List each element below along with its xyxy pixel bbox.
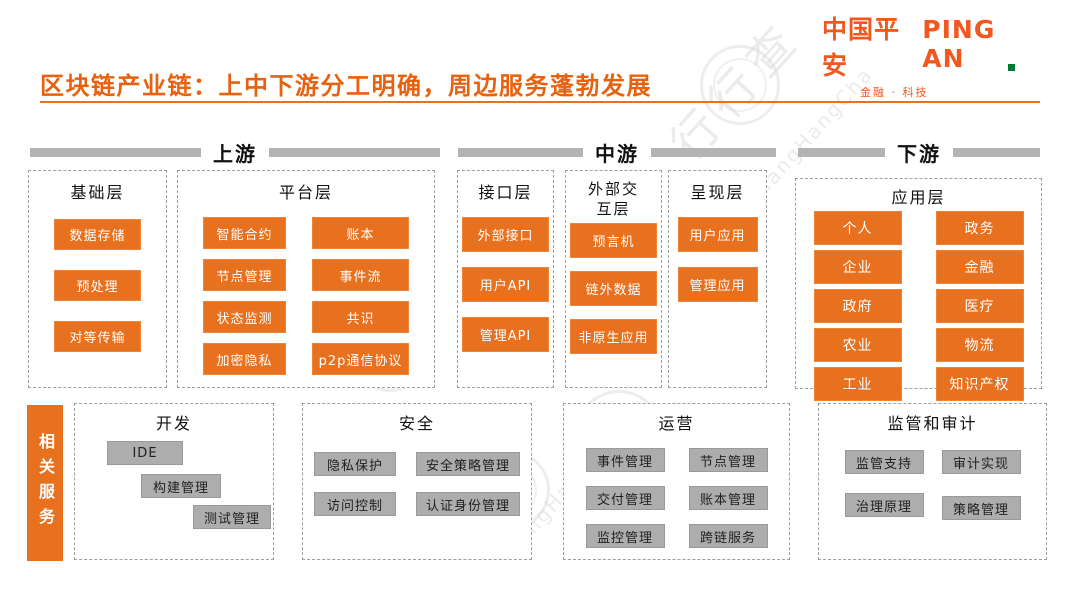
related-services-label: 相关服务	[27, 405, 63, 561]
panel-operations: 运营 事件管理 交付管理 监控管理 节点管理 账本管理 跨链服务	[563, 403, 790, 560]
header-bar	[269, 147, 440, 157]
service-box: 监控管理	[585, 524, 665, 548]
node-box: 农业	[813, 328, 902, 362]
node-box: 企业	[813, 250, 902, 284]
service-box: 事件管理	[585, 448, 665, 472]
stream-header-upstream: 上游	[30, 139, 440, 166]
panel-interface-layer: 接口层 外部接口 用户API 管理API	[457, 170, 554, 388]
stream-header-downstream: 下游	[798, 139, 1040, 166]
service-box: 策略管理	[941, 496, 1021, 520]
node-box: 数据存储	[54, 219, 141, 250]
header-bar	[651, 147, 776, 157]
panel-development: 开发 IDE 构建管理 测试管理	[74, 403, 274, 560]
service-box: 交付管理	[585, 486, 665, 510]
panel-title: 运营	[658, 414, 695, 433]
logo-cn-text: 中国平安	[822, 15, 901, 80]
stream-label: 中游	[595, 141, 639, 166]
header-bar	[953, 147, 1040, 157]
node-box: 物流	[935, 328, 1024, 362]
node-box: 外部接口	[462, 217, 549, 252]
node-box: 智能合约	[203, 217, 286, 249]
node-box: 管理应用	[677, 267, 758, 302]
node-box: 共识	[312, 301, 409, 333]
service-box: 监管支持	[844, 450, 924, 474]
node-box: 非原生应用	[570, 319, 657, 354]
node-box: 医疗	[935, 289, 1024, 323]
node-box: 管理API	[462, 317, 549, 352]
panel-title: 应用层	[891, 188, 946, 207]
service-box: 安全策略管理	[416, 452, 520, 476]
node-box: 对等传输	[54, 321, 141, 352]
panel-platform-layer: 平台层 智能合约 节点管理 状态监测 加密隐私 账本 事件流 共识 p2p通信协…	[177, 170, 435, 388]
node-box: 状态监测	[203, 301, 286, 333]
watermark-ring	[700, 45, 780, 125]
panel-regulation-audit: 监管和审计 监管支持 治理原理 审计实现 策略管理	[818, 403, 1047, 560]
logo-en-text: PING AN	[922, 15, 1032, 73]
service-box: 跨链服务	[688, 524, 768, 548]
panel-title: 平台层	[278, 183, 333, 202]
node-box: 链外数据	[570, 271, 657, 306]
logo-tagline: 金融 · 科技	[860, 86, 929, 99]
node-box: 加密隐私	[203, 343, 286, 375]
service-box: 节点管理	[688, 448, 768, 472]
service-box: 隐私保护	[314, 452, 396, 476]
node-box: 用户应用	[677, 217, 758, 252]
panel-foundation-layer: 基础层 数据存储 预处理 对等传输	[28, 170, 167, 388]
node-box: 账本	[312, 217, 409, 249]
node-box: 个人	[813, 211, 902, 245]
service-box: 治理原理	[844, 493, 924, 517]
logo-green-square-icon	[1008, 64, 1015, 71]
node-box: 政府	[813, 289, 902, 323]
panel-presentation-layer: 呈现层 用户应用 管理应用	[668, 170, 767, 388]
stream-label: 上游	[213, 141, 257, 166]
pingan-logo: 中国平安 PING AN 金融 · 科技	[822, 10, 1032, 100]
header-bar	[458, 147, 583, 157]
panel-title: 安全	[398, 414, 435, 433]
header-bar	[30, 147, 201, 157]
stream-header-midstream: 中游	[458, 139, 776, 166]
service-box: 审计实现	[941, 450, 1021, 474]
service-box: 访问控制	[314, 492, 396, 516]
service-box: 认证身份管理	[416, 492, 520, 516]
node-box: 知识产权	[935, 367, 1024, 401]
panel-title: 基础层	[70, 183, 125, 202]
panel-title: 接口层	[478, 183, 533, 202]
header-bar	[798, 147, 885, 157]
panel-title: 呈现层	[690, 183, 745, 202]
page-title: 区块链产业链：上中下游分工明确，周边服务蓬勃发展	[40, 72, 652, 100]
node-box: 预处理	[54, 270, 141, 301]
panel-title: 监管和审计	[887, 414, 978, 433]
node-box: p2p通信协议	[312, 343, 409, 375]
node-box: 预言机	[570, 223, 657, 258]
panel-security: 安全 隐私保护 访问控制 安全策略管理 认证身份管理	[302, 403, 532, 560]
service-box: 测试管理	[193, 505, 271, 529]
service-box: 账本管理	[688, 486, 768, 510]
stream-label: 下游	[897, 141, 941, 166]
service-box: IDE	[107, 441, 183, 465]
node-box: 节点管理	[203, 259, 286, 291]
service-box: 构建管理	[141, 474, 221, 498]
title-underline	[40, 101, 1040, 103]
node-box: 政务	[935, 211, 1024, 245]
node-box: 金融	[935, 250, 1024, 284]
panel-external-interaction-layer: 外部交互层 预言机 链外数据 非原生应用	[565, 170, 662, 388]
node-box: 用户API	[462, 267, 549, 302]
panel-application-layer: 应用层 个人 企业 政府 农业 工业 政务 金融 医疗 物流 知识产权	[795, 178, 1042, 401]
node-box: 工业	[813, 367, 902, 401]
panel-title: 开发	[155, 414, 192, 433]
node-box: 事件流	[312, 259, 409, 291]
panel-title: 外部交互层	[587, 180, 639, 218]
